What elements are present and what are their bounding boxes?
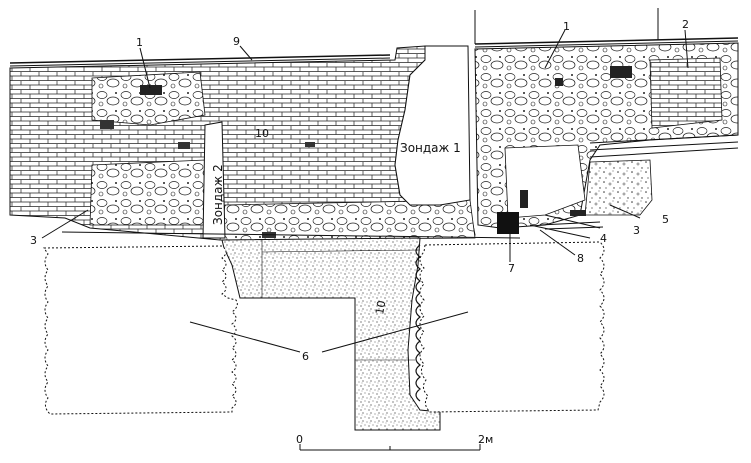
label-3-left: 3 bbox=[30, 234, 37, 247]
scale-end: 2м bbox=[478, 433, 493, 446]
label-7: 7 bbox=[508, 262, 515, 275]
scale-bar: 0 2м bbox=[296, 433, 493, 451]
sonde-1-label: Зондаж 1 bbox=[400, 141, 461, 155]
label-4: 4 bbox=[600, 232, 607, 245]
stippled-fill bbox=[221, 237, 441, 431]
label-5: 5 bbox=[662, 213, 669, 226]
label-10-wall: 10 bbox=[255, 127, 269, 140]
label-10-fill: 10 bbox=[373, 299, 388, 315]
right-pit bbox=[419, 241, 605, 413]
scale-zero: 0 bbox=[296, 433, 303, 446]
label-9: 9 bbox=[233, 35, 240, 48]
ground-line bbox=[61, 231, 521, 239]
label-1-left: 1 bbox=[136, 36, 143, 49]
scalloped-edge bbox=[415, 244, 421, 402]
sonde-2-label: Зондаж 2 bbox=[211, 164, 225, 225]
label-8: 8 bbox=[577, 252, 584, 265]
leader-lines bbox=[41, 29, 689, 353]
label-3-right: 3 bbox=[633, 224, 640, 237]
left-wall bbox=[9, 45, 476, 241]
left-pit bbox=[43, 245, 238, 415]
label-2: 2 bbox=[682, 18, 689, 31]
right-wall bbox=[474, 8, 739, 234]
label-6: 6 bbox=[302, 350, 309, 363]
label-1-right: 1 bbox=[563, 20, 570, 33]
